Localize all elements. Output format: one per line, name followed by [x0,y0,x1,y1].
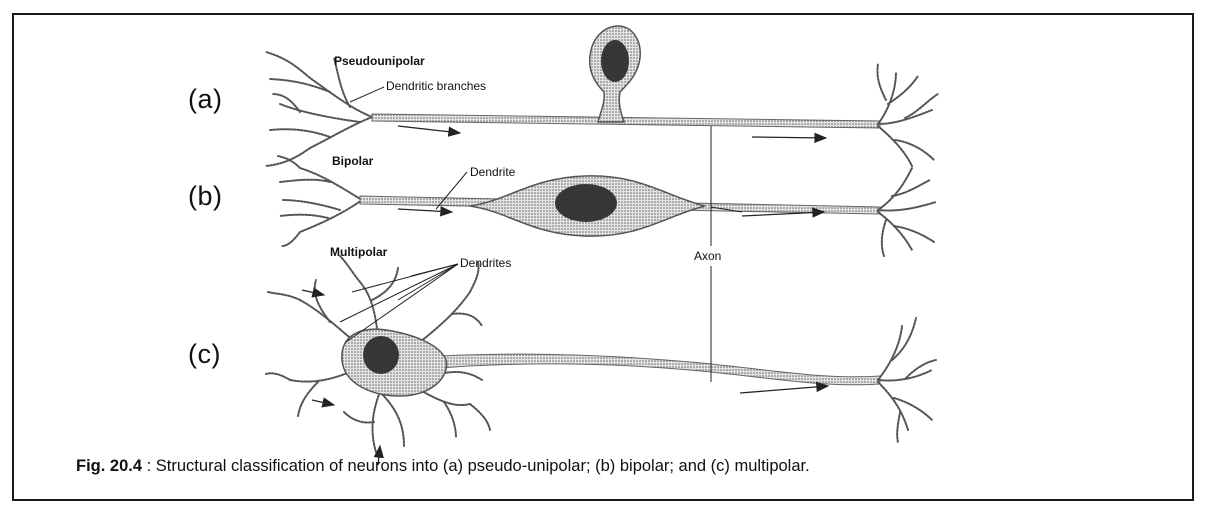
axon-terminals-a [877,64,938,166]
caption-text: Structural classification of neurons int… [156,457,810,475]
pseudounipolar-neuron [266,26,938,166]
panel-letter-a: (a) [188,84,223,115]
label-axon: Axon [694,249,721,263]
bipolar-neuron [278,156,936,256]
nucleus-b [555,184,617,222]
nucleus-c [363,336,399,374]
axon-c [440,354,880,385]
leader-dendritic-branches [350,87,384,102]
figure-caption: Fig. 20.4 : Structural classification of… [76,457,810,476]
axon-terminals-c [878,318,936,442]
axon-terminals-b [878,168,936,256]
label-dendrite: Dendrite [470,165,515,179]
axon-a [372,114,880,128]
label-dendritic-branches: Dendritic branches [386,79,486,93]
dendritic-branches-a [266,52,372,166]
type-label-pseudounipolar: Pseudounipolar [334,54,425,68]
multipolar-neuron [266,256,936,465]
panel-letter-c: (c) [188,339,221,370]
panel-letter-b: (b) [188,181,223,212]
type-label-bipolar: Bipolar [332,154,373,168]
figure-number: Fig. 20.4 [76,457,142,475]
label-dendrites: Dendrites [460,256,511,270]
caption-separator: : [142,457,156,475]
type-label-multipolar: Multipolar [330,245,387,259]
leader-dendrites [340,264,458,342]
dendrites-b [278,156,362,246]
nucleus-a [601,40,629,82]
